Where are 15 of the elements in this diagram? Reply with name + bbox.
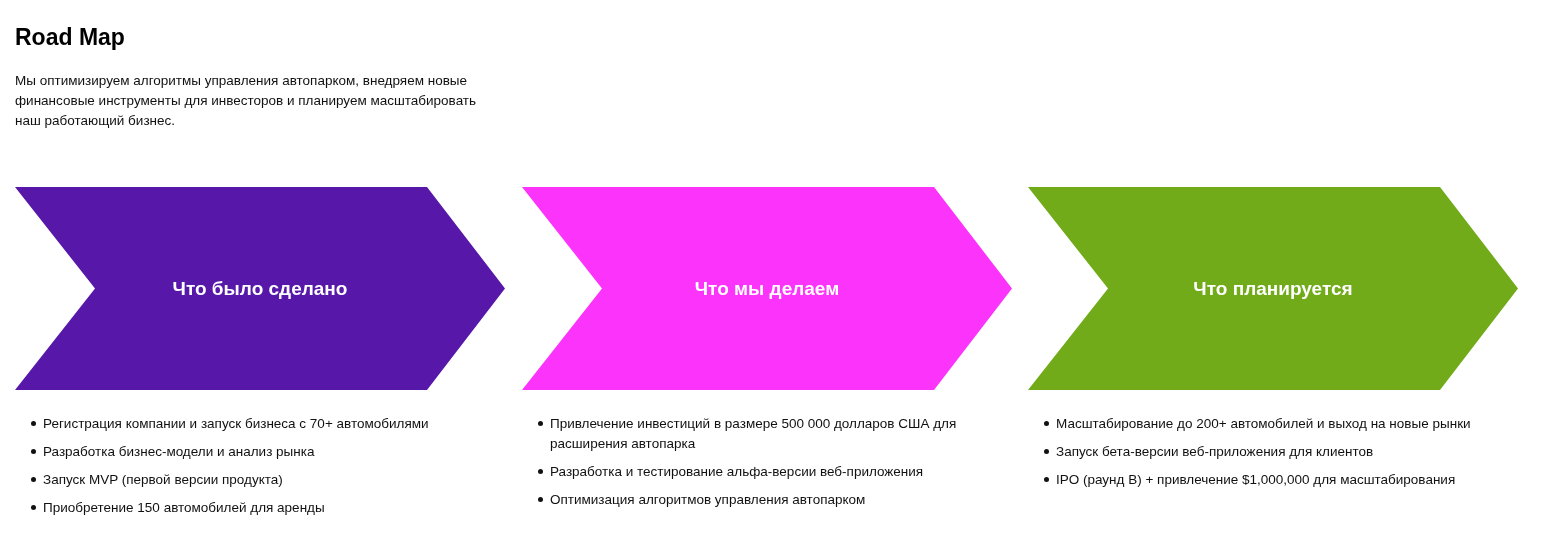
bullet-item: Разработка и тестирование альфа-версии веб-приложения — [550, 463, 924, 481]
bullet-item: Запуск бета-версии веб-приложения для клиентов — [1056, 443, 1374, 461]
bullet-item: Привлечение инвестиций в размере 500 000 долларов США для расширения автопарка — [550, 415, 958, 453]
bullet-item: Запуск MVP (первой версии продукта) — [43, 471, 283, 489]
stage-title: Что планируется — [1193, 277, 1353, 300]
page-title: Road Map — [15, 24, 125, 51]
bullet-item: Оптимизация алгоритмов управления автопарком — [550, 491, 866, 509]
bullet-item: Приобретение 150 автомобилей для аренды — [43, 499, 325, 517]
stage-title: Что было сделано — [172, 277, 348, 300]
description-text: Мы оптимизируем алгоритмы управления автопарком, внедряем новые финансовые инструменты для инвесторов и планируем масштабировать наш работающий бизнес. — [15, 72, 478, 130]
bullet-item: Разработка бизнес-модели и анализ рынка — [43, 443, 315, 461]
stage-title: Что мы делаем — [694, 277, 840, 300]
bullet-item: Масштабирование до 200+ автомобилей и выход на новые рынки — [1056, 415, 1471, 433]
bullet-item: Регистрация компании и запуск бизнеса с 70+ автомобилями — [43, 415, 429, 433]
bullet-item: IPO (раунд B) + привлечение $1,000,000 для масштабирования — [1056, 471, 1456, 489]
